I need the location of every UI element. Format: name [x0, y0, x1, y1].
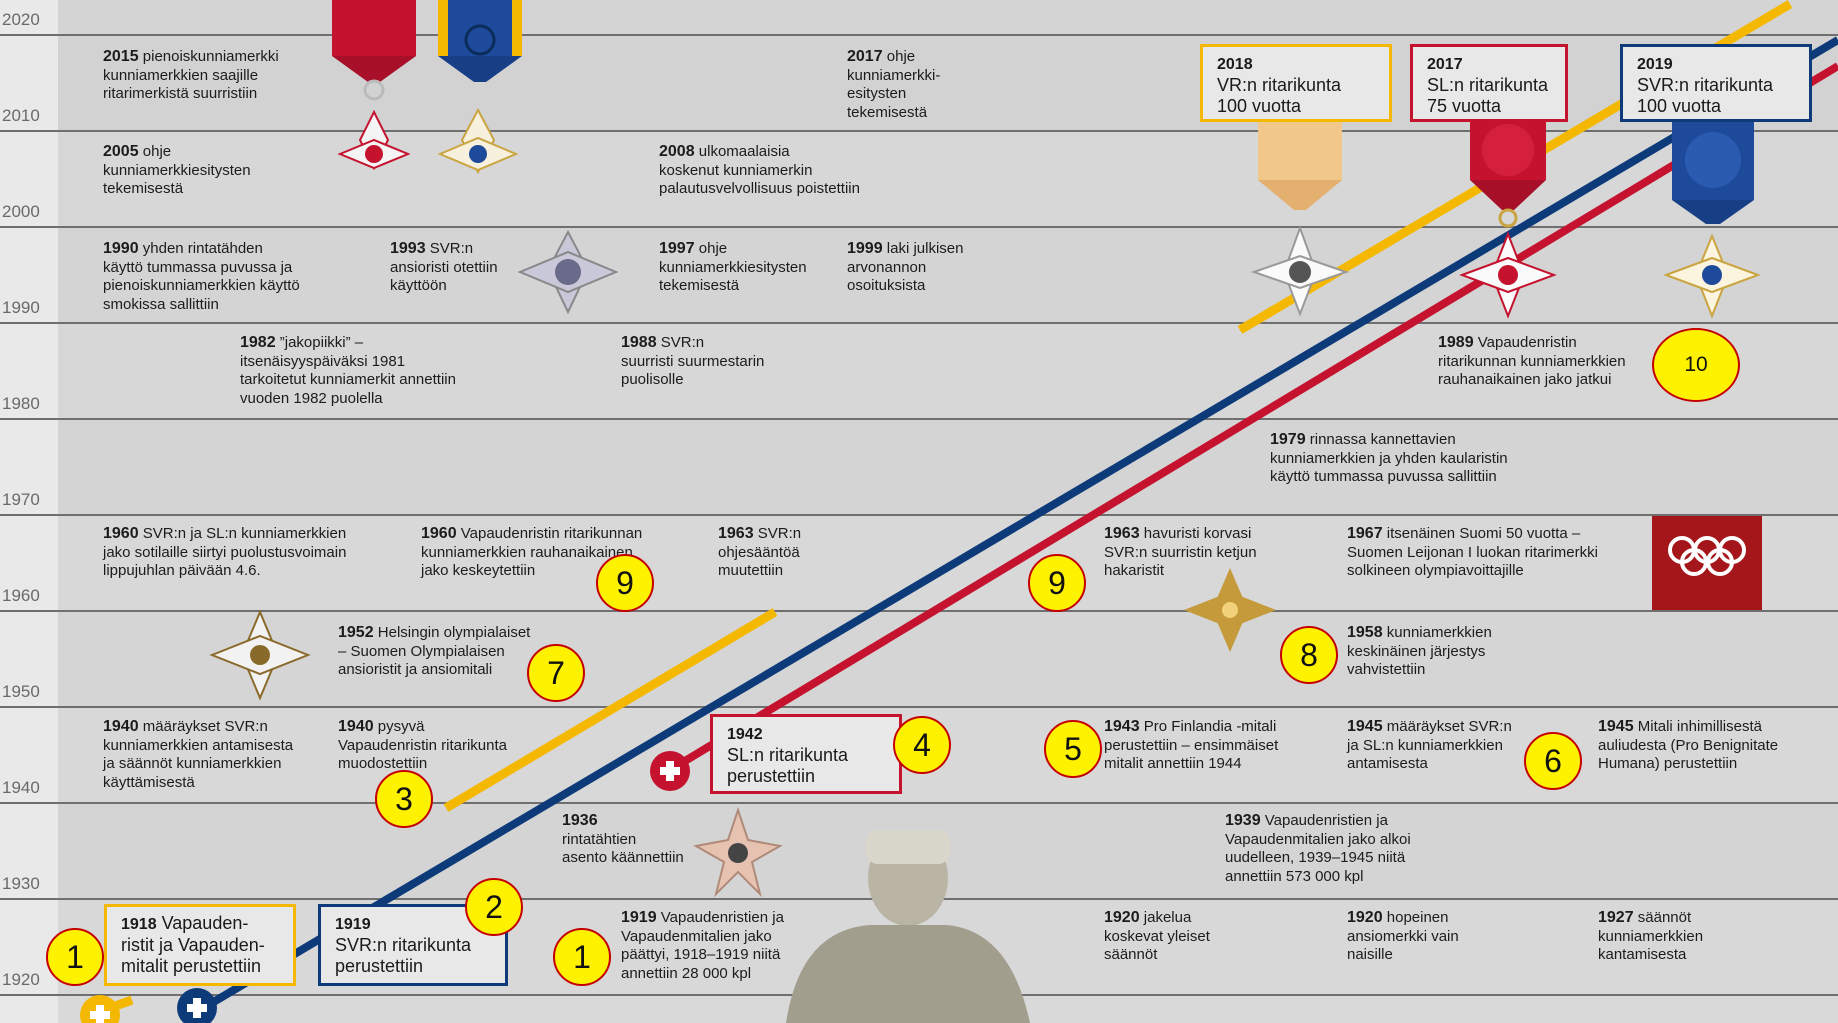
event-1927: 1927 säännöt kunniamerkkien kantamisesta: [1598, 909, 1704, 963]
sl-timeline-line: [667, 62, 1838, 774]
olympic-merit-cross-icon: [209, 609, 311, 701]
year-label: 2010: [2, 106, 40, 125]
event-1960-a: 1960 SVR:n ja SL:n kunniamerkkien jako s…: [103, 525, 347, 579]
event-1919: 1919 Vapaudenristien ja Vapaudenmitalien…: [621, 909, 784, 982]
year-label: 1990: [2, 298, 40, 317]
event-1997: 1997 ohje kunniamerkkiesitysten tekemise…: [659, 240, 807, 294]
event-1945-b: 1945 Mitali inhimillisestä auliudesta (P…: [1598, 718, 1779, 772]
marker-5: 5: [1044, 720, 1102, 778]
marker-4: 4: [893, 716, 951, 774]
event-1958: 1958 kunniamerkkien keskinäinen järjesty…: [1347, 624, 1492, 678]
year-label: 1980: [2, 394, 40, 413]
year-label: 2020: [2, 10, 40, 29]
decade-line: [0, 322, 1838, 324]
event-2008: 2008 ulkomaalaisia koskenut kunniamerkin…: [659, 143, 860, 197]
decade-line: [0, 418, 1838, 420]
svr-merit-cross-icon: [517, 229, 619, 315]
event-1940-a: 1940 määräykset SVR:n kunniamerkkien ant…: [103, 718, 294, 791]
event-1945-a: 1945 määräykset SVR:n ja SL:n kunniamerk…: [1347, 718, 1512, 772]
sl-start-cross-icon: [650, 751, 690, 791]
marker-7: 7: [527, 644, 585, 702]
band-1970: [0, 418, 1838, 514]
event-1988: 1988 SVR:n suurristi suurmestarin puolis…: [621, 334, 765, 388]
event-1999: 1999 laki julkisen arvonannon osoituksis…: [847, 240, 964, 294]
year-label: 1920: [2, 970, 40, 989]
year-label: 1930: [2, 874, 40, 893]
event-2015: 2015 pienoiskunniamerkki kunniamerkkien …: [103, 48, 279, 102]
year-gutter: [0, 0, 58, 1023]
marker-2: 2: [465, 878, 523, 936]
event-1989: 1989 Vapaudenristin ritarikunnan kunniam…: [1438, 334, 1626, 388]
red-ribbon-medal-icon: [332, 0, 416, 171]
event-1943: 1943 Pro Finlandia -mitali perustettiin …: [1104, 718, 1279, 772]
event-2005: 2005 ohje kunniamerkkiesitysten tekemise…: [103, 143, 251, 197]
event-2017: 2017 ohje kunniamerkki- esitysten tekemi…: [847, 48, 941, 121]
year-label: 1960: [2, 586, 40, 605]
band-1950: [0, 610, 1838, 706]
portrait-image: [786, 830, 1030, 1023]
decade-line: [0, 610, 1838, 612]
vr-timeline-line-lower: [443, 608, 778, 812]
event-1993: 1993 SVR:n ansioristi otettiin käyttöön: [390, 240, 498, 294]
spruce-cross-icon: [1184, 568, 1276, 652]
sl-anniversary-medal-icon: [1459, 120, 1557, 319]
svr-anniversary-medal-icon: [1663, 120, 1761, 319]
year-label: 1950: [2, 682, 40, 701]
decade-line: [0, 802, 1838, 804]
marker-1-right: 1: [553, 928, 611, 986]
event-1967: 1967 itsenäinen Suomi 50 vuotta – Suomen…: [1347, 525, 1598, 579]
event-1979: 1979 rinnassa kannettavien kunniamerkkie…: [1270, 431, 1508, 485]
olympic-rings-image: [1652, 516, 1762, 610]
event-1920-b: 1920 hopeinen ansiomerkki vain naisille: [1347, 909, 1459, 963]
decade-line: [0, 706, 1838, 708]
year-label: 2000: [2, 202, 40, 221]
band-1980: [0, 322, 1838, 418]
band-1960: [0, 514, 1838, 610]
marker-10: 10: [1652, 328, 1740, 402]
vr-start-cross-icon: [80, 995, 120, 1023]
box-1918-vr: 1918 Vapauden- ristit ja Vapauden- mital…: [104, 904, 296, 986]
marker-8: 8: [1280, 626, 1338, 684]
svr-start-cross-icon: [177, 988, 217, 1023]
decade-line: [0, 130, 1838, 132]
decade-line: [0, 34, 1838, 36]
event-1939: 1939 Vapaudenristien ja Vapaudenmitalien…: [1225, 812, 1411, 885]
vr-anniversary-medal-icon: [1250, 120, 1350, 317]
marker-3: 3: [375, 770, 433, 828]
blue-ribbon-medal-icon: [437, 0, 522, 175]
event-1940-b: 1940 pysyvä Vapaudenristin ritarikunta m…: [338, 718, 507, 772]
event-1952: 1952 Helsingin olympialaiset – Suomen Ol…: [338, 624, 531, 678]
event-1982: 1982 ”jakopiikki” – itsenäisyyspäiväksi …: [240, 334, 456, 407]
year-label: 1940: [2, 778, 40, 797]
decade-line: [0, 226, 1838, 228]
marker-6: 6: [1524, 732, 1582, 790]
svr-timeline-line: [197, 36, 1838, 1014]
year-label: 1970: [2, 490, 40, 509]
breast-star-icon: [693, 806, 783, 898]
event-1963-b: 1963 havuristi korvasi SVR:n suurristin …: [1104, 525, 1257, 579]
marker-9-right: 9: [1028, 554, 1086, 612]
event-1963-a: 1963 SVR:n ohjesääntöä muutettiin: [718, 525, 802, 579]
event-1960-b: 1960 Vapaudenristin ritarikunnan kunniam…: [421, 525, 643, 579]
decade-line: [0, 514, 1838, 516]
marker-1-left: 1: [46, 928, 104, 986]
marker-9-left: 9: [596, 554, 654, 612]
event-1990: 1990 yhden rintatähden käyttö tummassa p…: [103, 240, 300, 313]
event-1920-a: 1920 jakelua koskevat yleiset säännöt: [1104, 909, 1210, 963]
